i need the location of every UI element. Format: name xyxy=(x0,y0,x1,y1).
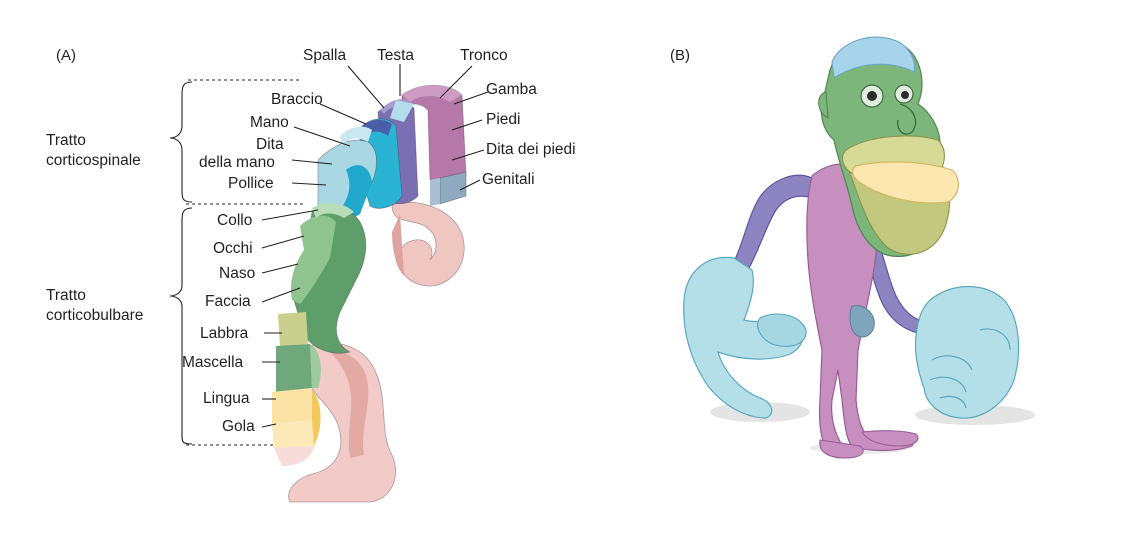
region-shoulder xyxy=(390,100,414,122)
left-foot xyxy=(819,439,864,459)
label-dita-piedi: Dita dei piedi xyxy=(486,141,576,158)
leader-lines xyxy=(261,64,489,428)
tongue xyxy=(852,161,959,204)
region-throat xyxy=(272,420,314,448)
cortex-map xyxy=(272,84,467,503)
cortex-fold-right-shadow xyxy=(392,214,404,276)
corticobulbar-brace xyxy=(169,207,276,446)
eye-right-pupil xyxy=(901,91,909,99)
cortex-fold-lower-shadow xyxy=(330,351,369,458)
region-jaw-side xyxy=(310,344,321,388)
region-genitals xyxy=(439,171,467,205)
label-testa: Testa xyxy=(377,47,414,64)
label-collo: Collo xyxy=(217,212,252,229)
homunculus-figure xyxy=(683,36,1035,459)
region-face-light xyxy=(290,215,336,304)
right-hand xyxy=(914,285,1020,419)
region-leg-top xyxy=(402,85,462,102)
region-jaw xyxy=(276,344,312,392)
region-bottom xyxy=(274,446,314,466)
label-naso: Naso xyxy=(219,265,255,282)
label-occhi: Occhi xyxy=(213,240,253,257)
region-tongue xyxy=(272,388,314,424)
label-labbra: Labbra xyxy=(200,325,249,342)
genitals xyxy=(849,305,875,338)
label-gola: Gola xyxy=(222,418,255,435)
region-throat-side xyxy=(312,390,321,446)
scalp xyxy=(831,36,916,79)
label-faccia: Faccia xyxy=(205,293,251,310)
label-genitali: Genitali xyxy=(482,171,535,188)
right-foot xyxy=(861,430,919,447)
label-gamba: Gamba xyxy=(486,81,537,98)
label-mano: Mano xyxy=(250,114,289,131)
left-arm xyxy=(733,174,813,271)
label-braccio: Braccio xyxy=(271,91,323,108)
panel-label-a: (A) xyxy=(56,47,76,64)
right-fingers xyxy=(929,328,1011,409)
ear xyxy=(818,91,829,119)
panel-label-b: (B) xyxy=(670,47,690,64)
region-lips xyxy=(278,312,308,346)
label-piedi: Piedi xyxy=(486,111,520,128)
region-genitals-side xyxy=(430,178,440,206)
label-dita-mano: Dita della mano xyxy=(199,136,288,171)
group-label-corticobulbar: Tratto corticobulbare xyxy=(46,287,143,324)
region-neck-top xyxy=(312,203,354,218)
nose xyxy=(897,103,917,135)
label-pollice: Pollice xyxy=(228,175,274,192)
label-mascella: Mascella xyxy=(182,354,244,371)
label-spalla: Spalla xyxy=(303,47,346,64)
group-label-corticospinal: Tratto corticospinale xyxy=(46,132,141,169)
label-lingua: Lingua xyxy=(203,390,250,407)
eye-left-pupil xyxy=(867,91,877,101)
label-tronco: Tronco xyxy=(460,47,508,64)
region-hand-blue-face xyxy=(340,165,372,218)
region-hand-top xyxy=(340,126,372,146)
corticospinal-brace xyxy=(169,79,306,205)
left-thumb xyxy=(757,313,807,347)
